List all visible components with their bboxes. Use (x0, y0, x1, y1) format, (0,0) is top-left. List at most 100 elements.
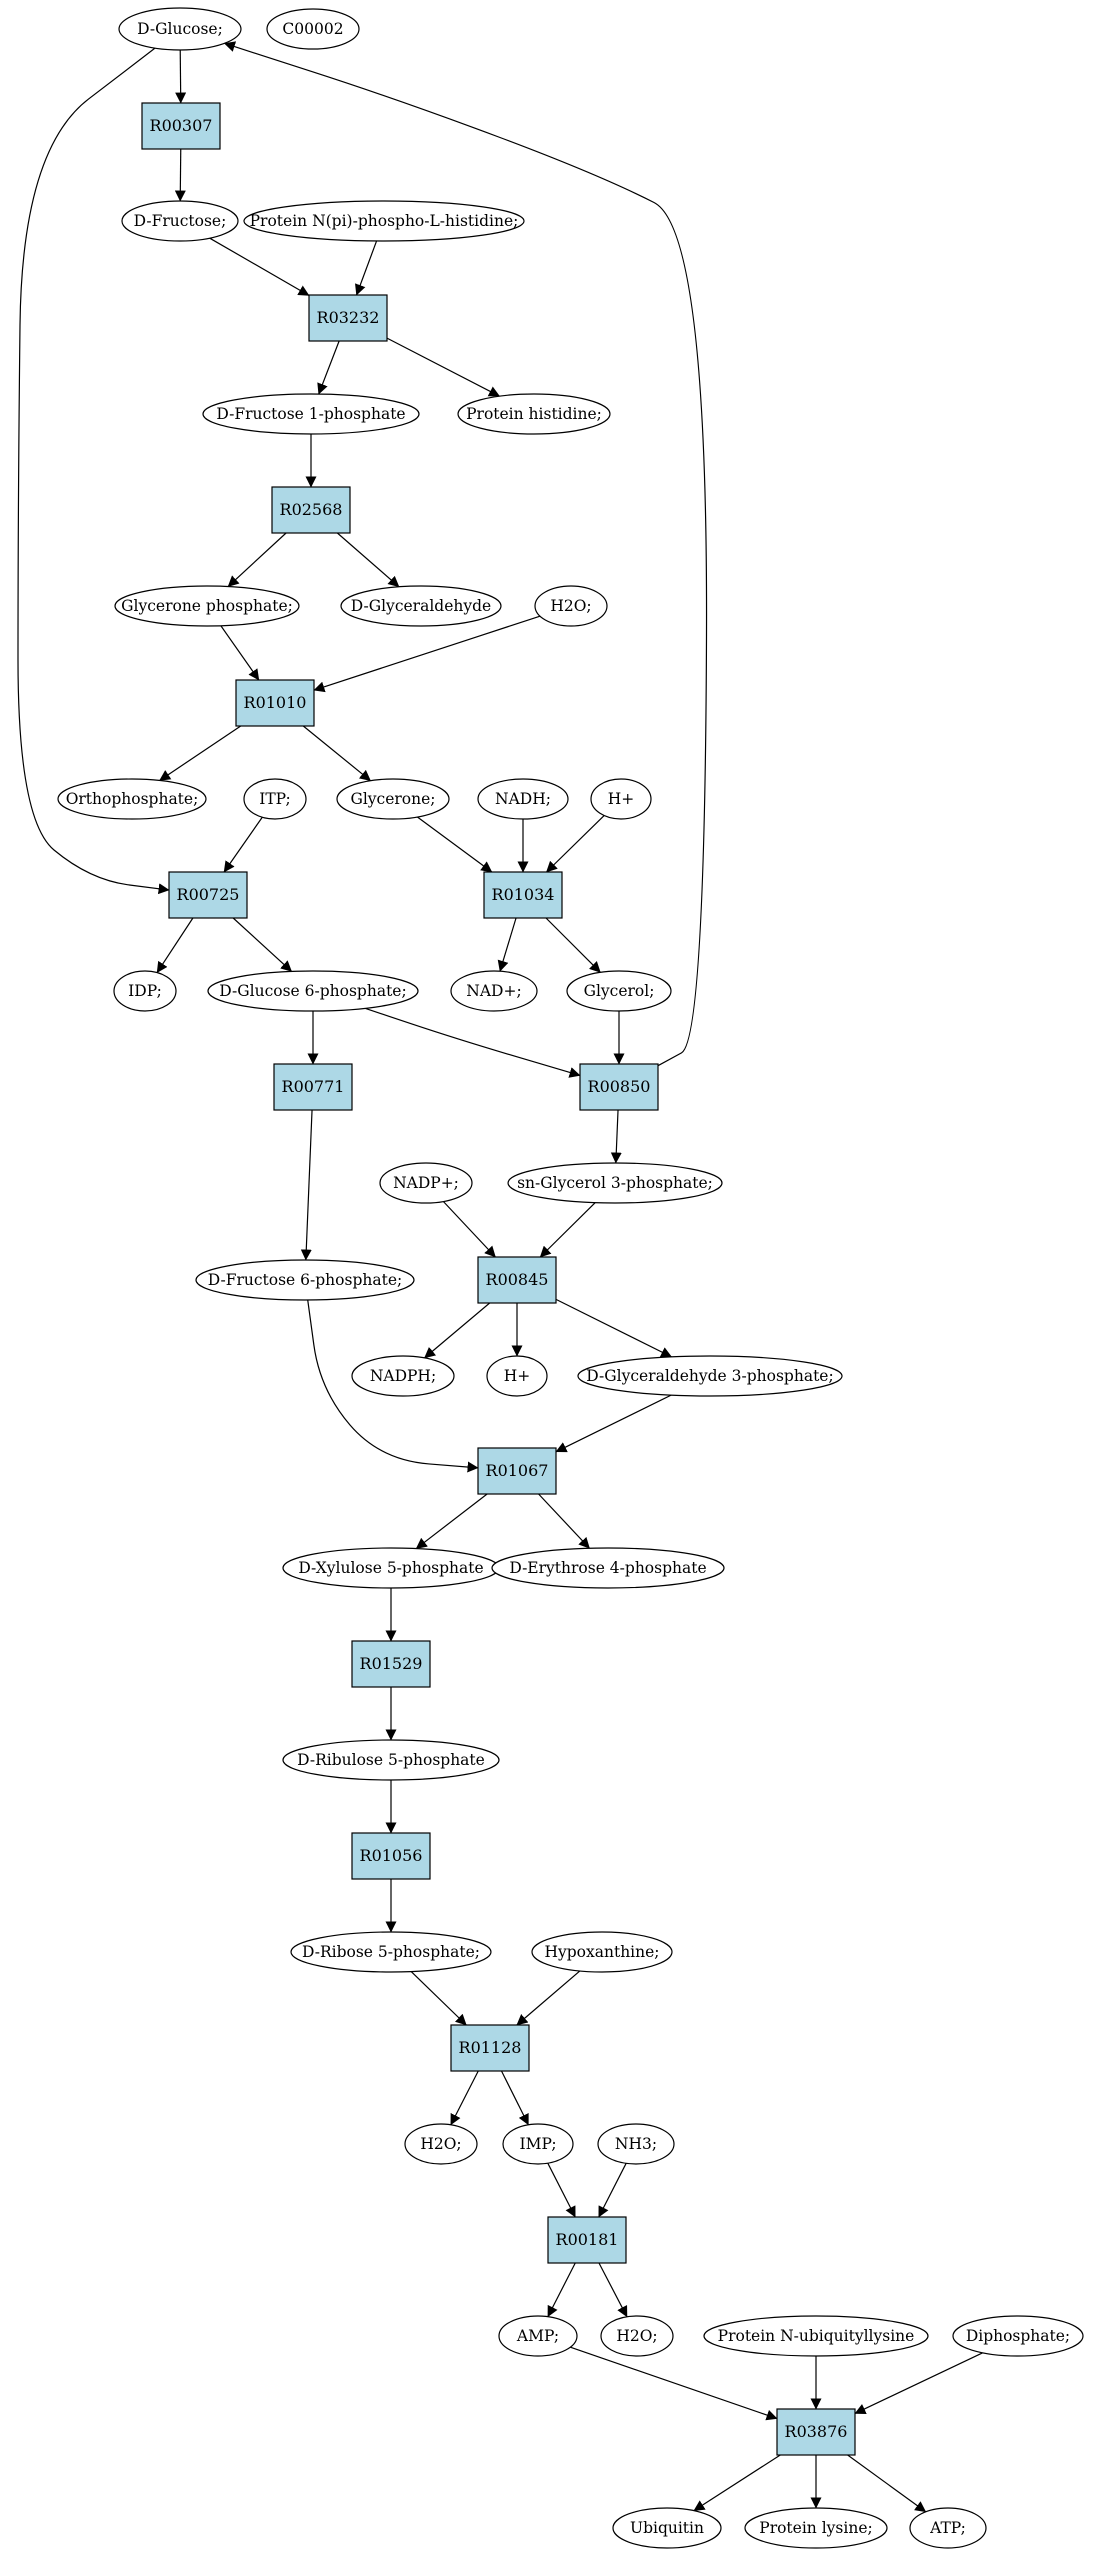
compound-node-erythrose4p[interactable]: D-Erythrose 4-phosphate (491, 1547, 725, 1589)
edge-layer (17, 41, 983, 2513)
compound-ellipse (612, 2507, 722, 2549)
compound-node-hplus_b[interactable]: H+ (486, 1355, 548, 1397)
edge-amp-to-r03876 (570, 2346, 778, 2421)
compound-node-protein_histidine[interactable]: Protein histidine; (457, 393, 611, 435)
node-label: R03876 (785, 2422, 848, 2441)
edge-r00771-to-fructose6p (300, 1109, 313, 1261)
compound-ellipse (502, 2123, 574, 2165)
compound-node-glycerol[interactable]: Glycerol; (566, 970, 672, 1012)
reaction-node-r01034[interactable]: R01034 (483, 871, 563, 919)
reaction-node-r00181[interactable]: R00181 (547, 2216, 627, 2264)
compound-ellipse (243, 778, 307, 820)
node-label: NADP+; (393, 1174, 459, 1192)
edge-r01128-to-imp (500, 2070, 529, 2126)
compound-node-idp[interactable]: IDP; (113, 970, 177, 1012)
compound-node-ribulose5p[interactable]: D-Ribulose 5-phosphate (282, 1739, 500, 1781)
compound-node-ribose5p[interactable]: D-Ribose 5-phosphate; (290, 1931, 492, 1973)
edge-glyceraldehyde3p-to-r01067 (555, 1394, 672, 1453)
compound-node-glyceraldehyde[interactable]: D-Glyceraldehyde (340, 585, 502, 627)
compound-node-h2o_b[interactable]: H2O; (404, 2123, 478, 2165)
node-label: NADH; (495, 790, 551, 808)
reaction-node-r01529[interactable]: R01529 (351, 1640, 431, 1688)
compound-node-hplus_a[interactable]: H+ (590, 778, 652, 820)
edge-r00725-to-glucose6p (232, 917, 292, 972)
reaction-node-r00845[interactable]: R00845 (477, 1256, 557, 1304)
compound-node-nadph[interactable]: NADPH; (351, 1355, 455, 1397)
compound-node-c00002[interactable]: C00002 (266, 8, 360, 50)
edge-r01010-to-glycerone (302, 725, 371, 782)
node-label: R00181 (556, 2230, 619, 2249)
edge-r01034-to-glycerol (545, 917, 601, 973)
compound-node-protein_lysine[interactable]: Protein lysine; (744, 2507, 888, 2549)
reaction-node-r03232[interactable]: R03232 (308, 294, 388, 342)
compound-node-fructose[interactable]: D-Fructose; (121, 200, 239, 242)
node-label: R00850 (588, 1077, 651, 1096)
edge-nh3-to-r00181 (598, 2163, 627, 2218)
compound-node-orthophosphate[interactable]: Orthophosphate; (57, 778, 207, 820)
compound-node-h2o_a[interactable]: H2O; (534, 585, 608, 627)
edge-r03876-to-atp (847, 2454, 927, 2513)
compound-node-nadh[interactable]: NADH; (477, 778, 569, 820)
reaction-node-r00725[interactable]: R00725 (168, 871, 248, 919)
compound-ellipse (404, 2123, 478, 2165)
compound-node-hypoxanthine[interactable]: Hypoxanthine; (531, 1931, 673, 1973)
compound-ellipse (491, 1547, 725, 1589)
compound-node-fructose6p[interactable]: D-Fructose 6-phosphate; (195, 1259, 415, 1301)
compound-node-glycerone[interactable]: Glycerone; (336, 778, 450, 820)
compound-node-glucose[interactable]: D-Glucose; (118, 7, 242, 51)
node-label: D-Fructose; (134, 212, 227, 230)
compound-node-xylulose5p[interactable]: D-Xylulose 5-phosphate (282, 1547, 500, 1589)
compound-ellipse (577, 1355, 843, 1397)
reaction-box (271, 486, 351, 534)
compound-node-snglycerol3p[interactable]: sn-Glycerol 3-phosphate; (507, 1162, 723, 1204)
edge-r00850-to-snglycerol3p (610, 1109, 622, 1164)
compound-node-atp[interactable]: ATP; (909, 2507, 987, 2549)
compound-ellipse (282, 1739, 500, 1781)
reaction-node-r02568[interactable]: R02568 (271, 486, 351, 534)
reaction-node-r00850[interactable]: R00850 (579, 1063, 659, 1111)
edge-r03232-to-fructose1p (317, 340, 340, 395)
node-label: Orthophosphate; (66, 790, 199, 808)
reaction-box (351, 1640, 431, 1688)
compound-node-ubiquitin[interactable]: Ubiquitin (612, 2507, 722, 2549)
compound-node-glycerone_p[interactable]: Glycerone phosphate; (114, 585, 300, 627)
compound-ellipse (351, 1355, 455, 1397)
reaction-node-r01056[interactable]: R01056 (351, 1832, 431, 1880)
reaction-node-r03876[interactable]: R03876 (776, 2408, 856, 2456)
edge-r02568-to-glyceraldehyde (336, 532, 400, 588)
node-label: Glycerol; (584, 982, 655, 1000)
node-label: R01529 (360, 1654, 423, 1673)
reaction-node-r00771[interactable]: R00771 (273, 1063, 353, 1111)
reaction-node-r01010[interactable]: R01010 (235, 679, 315, 727)
edge-nadpplus-to-r00845 (442, 1201, 496, 1258)
compound-ellipse (703, 2315, 929, 2357)
compound-node-glucose6p[interactable]: D-Glucose 6-phosphate; (207, 970, 419, 1012)
reaction-node-r00307[interactable]: R00307 (141, 102, 221, 150)
edge-glycerone_p-to-r01010 (220, 625, 260, 681)
reaction-box (483, 871, 563, 919)
reaction-node-r01128[interactable]: R01128 (450, 2024, 530, 2072)
node-label: C00002 (282, 20, 343, 38)
compound-node-glyceraldehyde3p[interactable]: D-Glyceraldehyde 3-phosphate; (577, 1355, 843, 1397)
compound-node-diphosphate[interactable]: Diphosphate; (952, 2315, 1084, 2357)
node-label: H+ (504, 1367, 531, 1385)
compound-node-nadpplus[interactable]: NADP+; (379, 1162, 473, 1204)
compound-node-imp[interactable]: IMP; (502, 2123, 574, 2165)
compound-node-protein_nphospho[interactable]: Protein N(pi)-phospho-L-histidine; (243, 200, 525, 242)
reaction-node-r01067[interactable]: R01067 (477, 1447, 557, 1495)
compound-ellipse (597, 2123, 675, 2165)
edge-r00181-to-h2o_c (598, 2262, 628, 2318)
reaction-box (141, 102, 221, 150)
edge-r03232-to-protein_histidine (386, 337, 500, 397)
compound-node-nh3[interactable]: NH3; (597, 2123, 675, 2165)
compound-node-protein_ubiq[interactable]: Protein N-ubiquityllysine (703, 2315, 929, 2357)
compound-node-h2o_c[interactable]: H2O; (600, 2315, 674, 2357)
compound-node-fructose1p[interactable]: D-Fructose 1-phosphate (202, 393, 420, 435)
compound-node-nadplus[interactable]: NAD+; (450, 970, 538, 1012)
compound-node-itp[interactable]: ITP; (243, 778, 307, 820)
compound-ellipse (477, 778, 569, 820)
compound-ellipse (113, 970, 177, 1012)
compound-ellipse (457, 393, 611, 435)
node-label: NH3; (615, 2135, 657, 2153)
compound-node-amp[interactable]: AMP; (498, 2315, 578, 2357)
